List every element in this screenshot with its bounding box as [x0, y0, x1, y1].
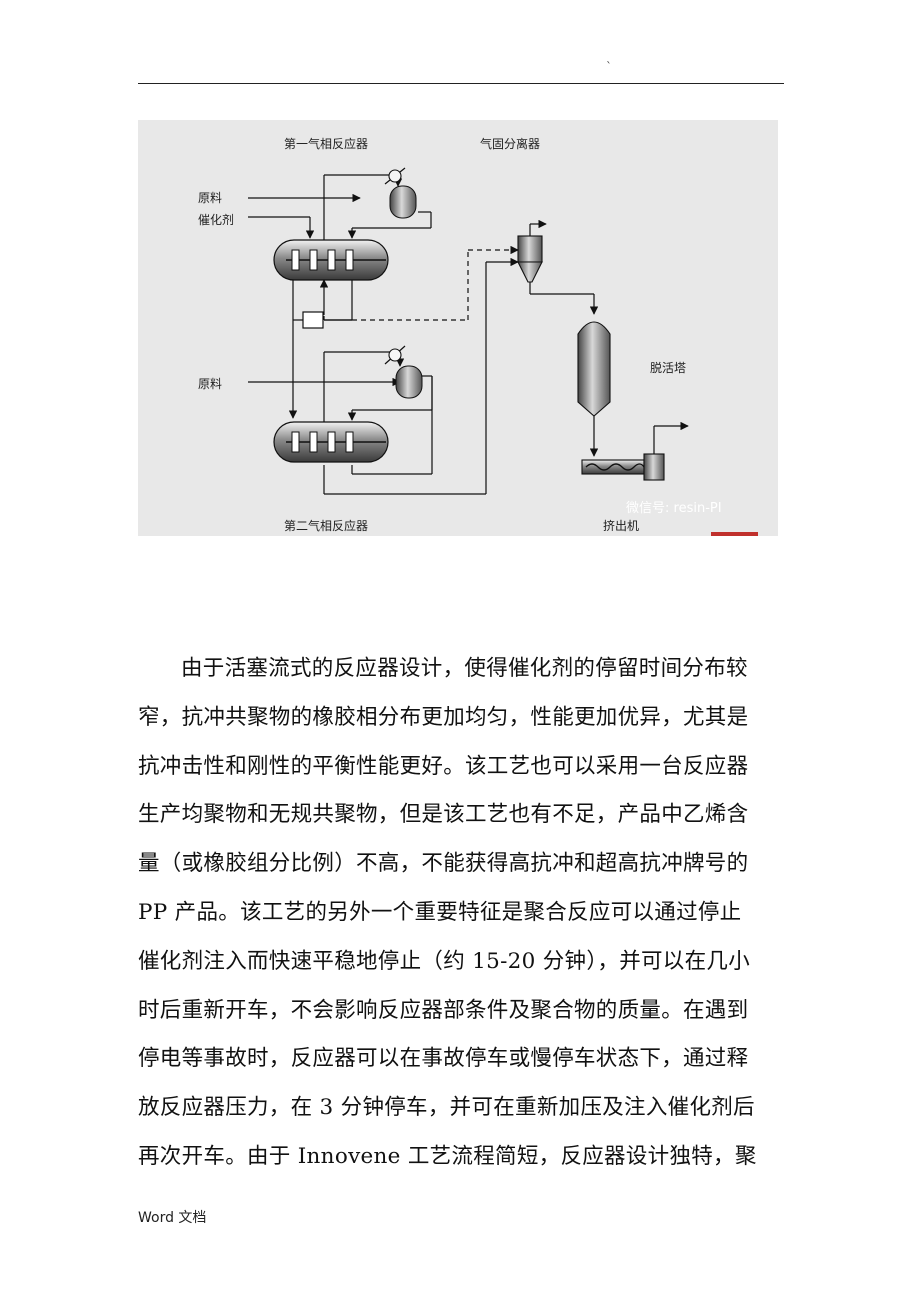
label-reactor1: 第一气相反应器	[284, 136, 368, 151]
header-mark: `	[606, 60, 612, 74]
gas-solid-separator	[517, 235, 543, 283]
label-extruder: 挤出机	[603, 518, 639, 533]
text-line-5: 量（或橡胶组分比例）不高，不能获得高抗冲和超高抗冲牌号的	[138, 851, 749, 877]
extruder	[581, 453, 665, 481]
text-line-10: 放反应器压力，在 3 分钟停车，并可在重新加压及注入催化剂后	[138, 1095, 755, 1121]
text-line-2: 窄，抗冲共聚物的橡胶相分布更加均匀，性能更加优异，尤其是	[138, 704, 749, 730]
text-line-3: 抗冲击性和刚性的平衡性能更好。该工艺也可以采用一台反应器	[138, 753, 749, 779]
body-paragraph: 由于活塞流式的反应器设计，使得催化剂的停留时间分布较 窄，抗冲共聚物的橡胶相分布…	[138, 645, 784, 1182]
reactor-1	[273, 239, 389, 281]
transfer-box	[302, 311, 324, 329]
label-raw-material-1: 原料	[198, 191, 222, 205]
text-line-1: 由于活塞流式的反应器设计，使得催化剂的停留时间分布较	[181, 656, 748, 681]
label-raw-material-2: 原料	[198, 377, 222, 391]
text-line-11: 再次开车。由于 Innovene 工艺流程简短，反应器设计独特，聚	[138, 1143, 757, 1169]
text-line-6: PP 产品。该工艺的另外一个重要特征是聚合反应可以通过停止	[138, 899, 742, 925]
deactivation-column	[577, 321, 611, 417]
label-catalyst: 催化剂	[198, 212, 234, 227]
reactor-2	[273, 421, 389, 463]
label-deactivator: 脱活塔	[650, 360, 686, 375]
label-separator: 气固分离器	[480, 136, 540, 151]
header-rule	[138, 83, 784, 84]
process-flow-diagram: 第一气相反应器 气固分离器 原料 催化剂 原料 脱活塔 第二气相反应器 挤出机 …	[138, 120, 778, 536]
red-mark	[711, 532, 758, 536]
watermark: 微信号: resin-PI	[626, 501, 722, 516]
text-line-9: 停电等事故时，反应器可以在事故停车或慢停车状态下，通过释	[138, 1046, 749, 1072]
label-reactor2: 第二气相反应器	[284, 518, 368, 533]
text-line-4: 生产均聚物和无规共聚物，但是该工艺也有不足，产品中乙烯含	[138, 802, 749, 828]
text-line-7: 催化剂注入而快速平稳地停止（约 15-20 分钟），并可以在几小	[138, 948, 751, 974]
footer-label: Word 文档	[138, 1210, 207, 1226]
text-line-8: 时后重新开车，不会影响反应器部条件及聚合物的质量。在遇到	[138, 997, 749, 1023]
